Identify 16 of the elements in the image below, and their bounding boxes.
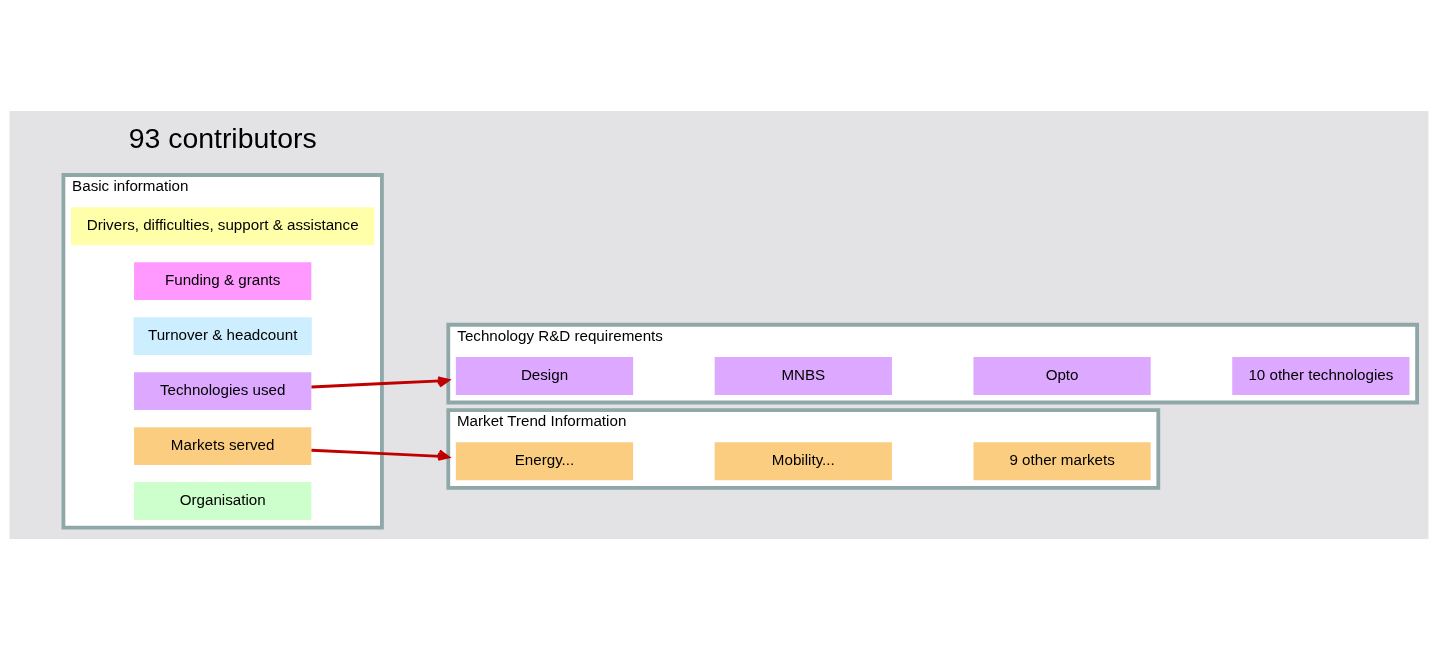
node-box: Energy... (455, 441, 634, 480)
node-box: Funding & grants (134, 261, 312, 300)
node-box: 10 other technologies (1232, 356, 1410, 395)
arrow (311, 375, 450, 388)
node-box: Turnover & headcount (133, 316, 312, 355)
arrow (311, 448, 450, 461)
node-box: 9 other markets (973, 441, 1151, 480)
node-box: Mobility... (714, 441, 892, 480)
label: 93 contributors (128, 121, 317, 154)
node-box: Drivers, difficulties, support & assistance (71, 206, 375, 245)
node-box: Opto (973, 356, 1151, 395)
node-box: Design (455, 356, 634, 395)
node-box: Markets served (134, 426, 312, 465)
node-box: MNBS (714, 356, 892, 395)
node-box: Technologies used (134, 371, 312, 410)
node-box: Organisation (134, 481, 312, 520)
